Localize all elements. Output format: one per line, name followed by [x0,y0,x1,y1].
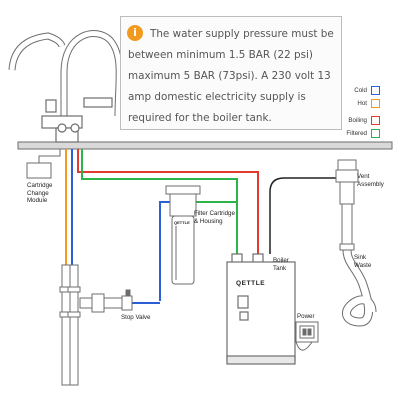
legend-swatch-boiling [371,116,380,125]
filter-housing [165,185,201,285]
filtered-pipe [81,149,238,254]
legend-label-hot: Hot [357,100,367,107]
label-sink-waste: Sink Waste [354,254,372,269]
label-stop-valve: Stop Valve [121,314,151,321]
boiler-tank [226,253,296,365]
legend-label-boiling: Boiling [348,117,367,124]
power-socket [295,321,319,343]
legend-swatch-cold [371,86,380,95]
stop-valve [79,289,133,313]
filter-feed-pipe [159,201,170,301]
label-boiler-tank: Boiler Tank [273,257,289,272]
tap [8,30,123,143]
cartridge-change-module [26,162,52,179]
power-cable [294,337,313,351]
label-filter: Filter Cartridge & Housing [194,210,235,225]
info-icon: i [127,25,143,41]
legend-filtered: Filtered [300,129,380,138]
sink-waste-trap [339,243,377,327]
requirements-note-text: The water supply pressure must be betwee… [128,28,334,124]
legend-label-cold: Cold [354,87,367,94]
boiling-pipe [77,149,259,254]
legend-boiling: Boiling [300,116,380,125]
wall-pipes [59,264,81,386]
filter-brand-text: QETTLE [174,220,190,225]
label-cartridge-module: Cartridge Change Module [27,182,53,204]
legend-swatch-filtered [371,129,380,138]
label-vent-assembly: Vent Assembly [357,173,384,188]
boiler-brand-text: QETTLE [236,280,266,287]
cartridge-module-cable [38,149,61,163]
legend-swatch-hot [371,99,380,108]
countertop [17,141,393,150]
legend-label-filtered: Filtered [346,130,367,137]
vent-assembly [335,159,359,245]
label-power: Power [297,313,315,320]
requirements-note [120,16,342,130]
legend-cold: Cold [300,86,380,95]
legend-hot: Hot [300,99,380,108]
vent-line [269,177,338,254]
